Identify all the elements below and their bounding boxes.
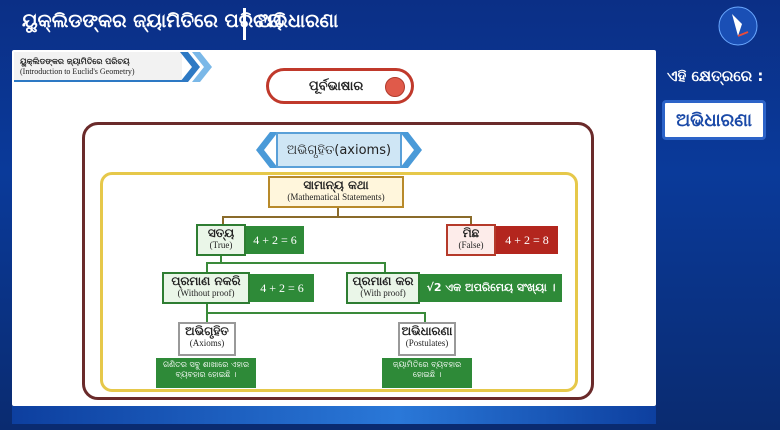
slide-canvas: ୟୁକ୍ଲିଡଙ୍କର ଜ୍ୟାମିତିରେ ପରିଚୟ (Introducti… (12, 50, 656, 406)
connector (222, 216, 472, 218)
false-example: 4 + 2 = 8 (496, 226, 558, 254)
chevron-right-icon (180, 52, 200, 82)
without-proof-subtitle: (Without proof) (177, 288, 235, 298)
axioms-box: ଅଭିଗୃହିତ (Axioms) (178, 322, 236, 356)
connector (206, 304, 208, 314)
postulates-subtitle: (Postulates) (405, 338, 449, 348)
chapter-tag-english: (Introduction to Euclid's Geometry) (20, 67, 135, 76)
outer-frame (82, 122, 594, 400)
true-subtitle: (True) (209, 240, 233, 250)
axioms-note: ଗଣିତର ସବୁ ଶାଖାରେ ଏହାର ବ୍ୟବହାର ହୋଇଛି । (156, 358, 256, 388)
connector (424, 312, 426, 322)
true-box: ସତ୍ୟ (True) (196, 224, 246, 256)
chapter-tag: ୟୁକ୍ଲିଡଙ୍କର ଜ୍ୟାମିତିରେ ପରିଚୟ (Introducti… (14, 52, 182, 82)
mathematical-statements-box: ସାମାନ୍ୟ କଥା (Mathematical Statements) (268, 176, 404, 208)
brand-logo-icon (718, 6, 758, 46)
connector (206, 262, 208, 272)
connector (384, 262, 386, 272)
postulates-title: ଅଭିଧାରଣା (401, 324, 453, 338)
connector (206, 312, 208, 322)
axioms-title: ଅଭିଗୃହିତ (185, 324, 229, 338)
false-box: ମିଛ (False) (446, 224, 496, 256)
axioms-banner-label: ଅଭିଗୃହିତ(axioms) (276, 132, 402, 168)
inner-frame (100, 172, 578, 392)
connector (470, 216, 472, 224)
section-pill: ପୂର୍ବଭାଷାର (266, 68, 414, 104)
postulates-box: ଅଭିଧାରଣା (Postulates) (398, 322, 456, 356)
lesson-subtitle: ଅଭିଧାରଣା (258, 10, 339, 32)
chevron-left-icon (256, 132, 278, 168)
axioms-subtitle: (Axioms) (189, 338, 225, 348)
connector (206, 262, 386, 264)
true-title: ସତ୍ୟ (207, 226, 235, 240)
false-title: ମିଛ (462, 226, 480, 240)
chevron-right-icon (400, 132, 422, 168)
with-proof-example: √2 ଏକ ଅପରିମେୟ ସଂଖ୍ୟା । (420, 274, 562, 302)
chevron-right-icon (192, 52, 212, 82)
lesson-title: ୟୁକ୍ଲିଡଙ୍କର ଜ୍ୟାମିତିରେ ପରିଚୟ (22, 10, 283, 32)
with-proof-title: ପ୍ରମାଣ କର (352, 274, 414, 288)
postulates-note: ଜ୍ୟାମିତିରେ ବ୍ୟବହାର ହୋଇଛି । (382, 358, 472, 388)
without-proof-title: ପ୍ରମାଣ ନକରି (171, 274, 241, 288)
root-title: ସାମାନ୍ୟ କଥା (303, 178, 369, 192)
section-pill-label: ପୂର୍ବଭାଷାର (309, 78, 364, 94)
false-subtitle: (False) (458, 240, 484, 250)
with-proof-box: ପ୍ରମାଣ କର (With proof) (346, 272, 420, 304)
without-proof-example: 4 + 2 = 6 (250, 274, 314, 302)
axioms-banner: ଅଭିଗୃହିତ(axioms) (256, 132, 422, 168)
root-subtitle: (Mathematical Statements) (287, 192, 385, 202)
without-proof-box: ପ୍ରମାଣ ନକରି (Without proof) (162, 272, 250, 304)
with-proof-subtitle: (With proof) (360, 288, 406, 298)
connector (337, 206, 339, 216)
connector (220, 256, 222, 264)
connector (222, 216, 224, 224)
topic-label: ଏହି କ୍ଷେତ୍ରରେ : (667, 67, 764, 85)
connector (206, 312, 426, 314)
header-divider (243, 8, 246, 40)
chapter-tag-title: ୟୁକ୍ଲିଡଙ୍କର ଜ୍ୟାମିତିରେ ପରିଚୟ (20, 57, 130, 66)
topic-button[interactable]: ଅଭିଧାରଣା (662, 100, 766, 140)
bottom-strip (12, 406, 656, 424)
record-dot-icon (385, 77, 405, 97)
true-example: 4 + 2 = 6 (246, 226, 304, 254)
